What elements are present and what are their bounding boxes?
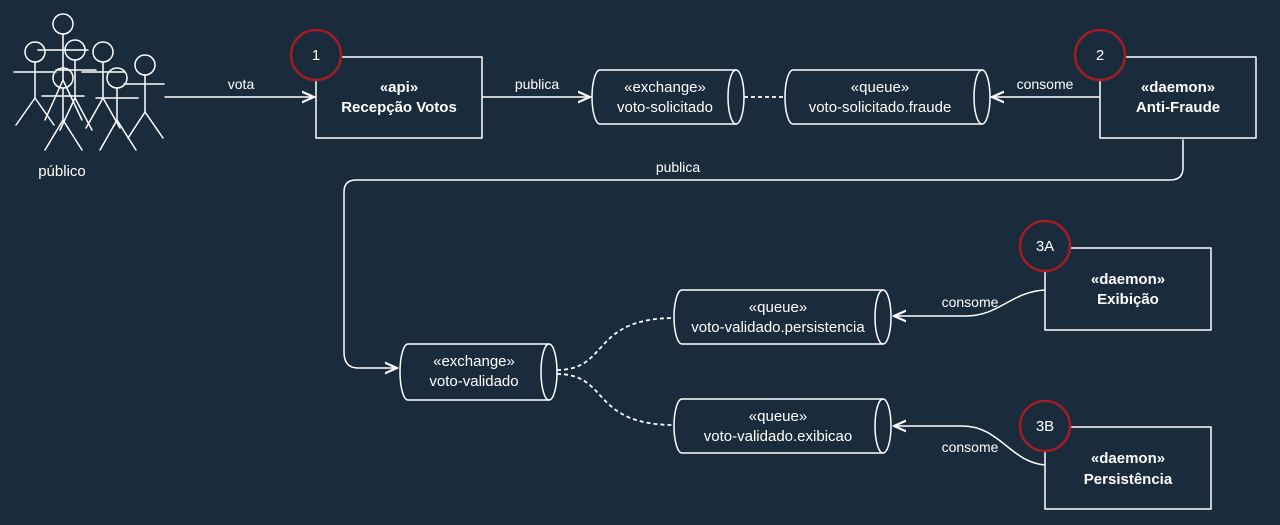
exchange-solicitado-stereotype: «exchange» (624, 79, 706, 96)
exchange-voto-validado[interactable]: «exchange» voto-validado (399, 343, 558, 401)
exibicao-name: Exibição (1097, 291, 1159, 308)
queue-fraude-name: voto-solicitado.fraude (809, 99, 952, 116)
binding-validado-persistencia (556, 317, 676, 371)
queue-voto-validado-persistencia[interactable]: «queue» voto-validado.persistencia (673, 289, 892, 345)
persistencia-name: Persistência (1084, 471, 1173, 488)
edge-consome-3a (894, 289, 1046, 316)
queue-exibicao-name: voto-validado.exibicao (704, 428, 852, 445)
exibicao-stereotype: «daemon» (1091, 271, 1165, 288)
step-badge-3b: 3B (1018, 399, 1072, 453)
step-badge-3a: 3A (1018, 219, 1072, 273)
api-stereotype: «api» (380, 79, 418, 96)
step-badge-2: 2 (1073, 28, 1127, 82)
binding-validado-exibicao (556, 373, 676, 426)
daemon-anti-fraude-box[interactable]: «daemon» Anti-Fraude (1099, 56, 1257, 139)
step-badge-3b-label: 3B (1036, 418, 1054, 435)
queue-voto-validado-exibicao[interactable]: «queue» voto-validado.exibicao (673, 398, 892, 454)
edge-publica-2 (343, 139, 1184, 368)
antifraude-stereotype: «daemon» (1141, 79, 1215, 96)
queue-exibicao-stereotype: «queue» (749, 408, 807, 425)
edge-publica-2-label: publica (656, 159, 701, 175)
persistencia-stereotype: «daemon» (1091, 450, 1165, 467)
queue-persistencia-stereotype: «queue» (749, 299, 807, 316)
public-label: público (38, 163, 86, 180)
edge-consome-3b-label: consome (942, 439, 999, 455)
daemon-persistencia-box[interactable]: «daemon» Persistência (1044, 426, 1212, 510)
step-badge-3a-label: 3A (1036, 238, 1054, 255)
step-badge-1: 1 (289, 28, 343, 82)
edge-publica-1-label: publica (515, 76, 560, 92)
exchange-solicitado-name: voto-solicitado (617, 99, 713, 116)
queue-voto-solicitado-fraude[interactable]: «queue» voto-solicitado.fraude (784, 69, 991, 125)
exchange-voto-solicitado[interactable]: «exchange» voto-solicitado (591, 69, 745, 125)
step-badge-1-label: 1 (312, 47, 320, 64)
antifraude-name: Anti-Fraude (1136, 99, 1220, 116)
edge-vota-label: vota (228, 76, 255, 92)
exchange-validado-stereotype: «exchange» (433, 353, 515, 370)
step-badge-2-label: 2 (1096, 47, 1104, 64)
public-crowd-icon (13, 13, 165, 151)
queue-persistencia-name: voto-validado.persistencia (691, 319, 865, 336)
exchange-validado-name: voto-validado (429, 373, 518, 390)
api-recepcao-votos-box[interactable]: «api» Recepção Votos (315, 56, 483, 139)
edge-consome-3b (894, 426, 1046, 466)
daemon-exibicao-box[interactable]: «daemon» Exibição (1044, 247, 1212, 331)
edge-consome-1-label: consome (1017, 76, 1074, 92)
edge-consome-3a-label: consome (942, 294, 999, 310)
api-name: Recepção Votos (341, 99, 457, 116)
queue-fraude-stereotype: «queue» (851, 79, 909, 96)
